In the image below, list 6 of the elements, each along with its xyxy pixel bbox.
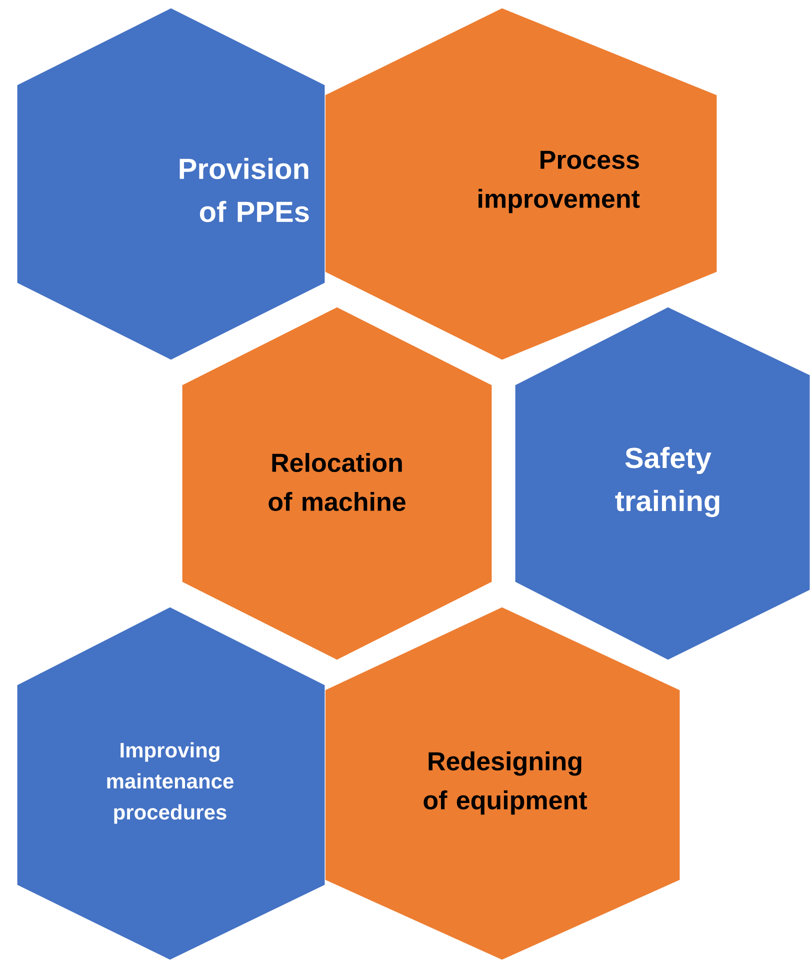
hexagon: Redesigning of equipment xyxy=(324,606,680,960)
hexagon: Provision of PPEs xyxy=(16,8,326,360)
hexagon: Process improvement xyxy=(324,8,718,360)
hexagon: Improving maintenance procedures xyxy=(16,606,326,960)
hexagon: Safety training xyxy=(514,306,810,660)
hexagon: Relocation of machine xyxy=(182,306,492,660)
